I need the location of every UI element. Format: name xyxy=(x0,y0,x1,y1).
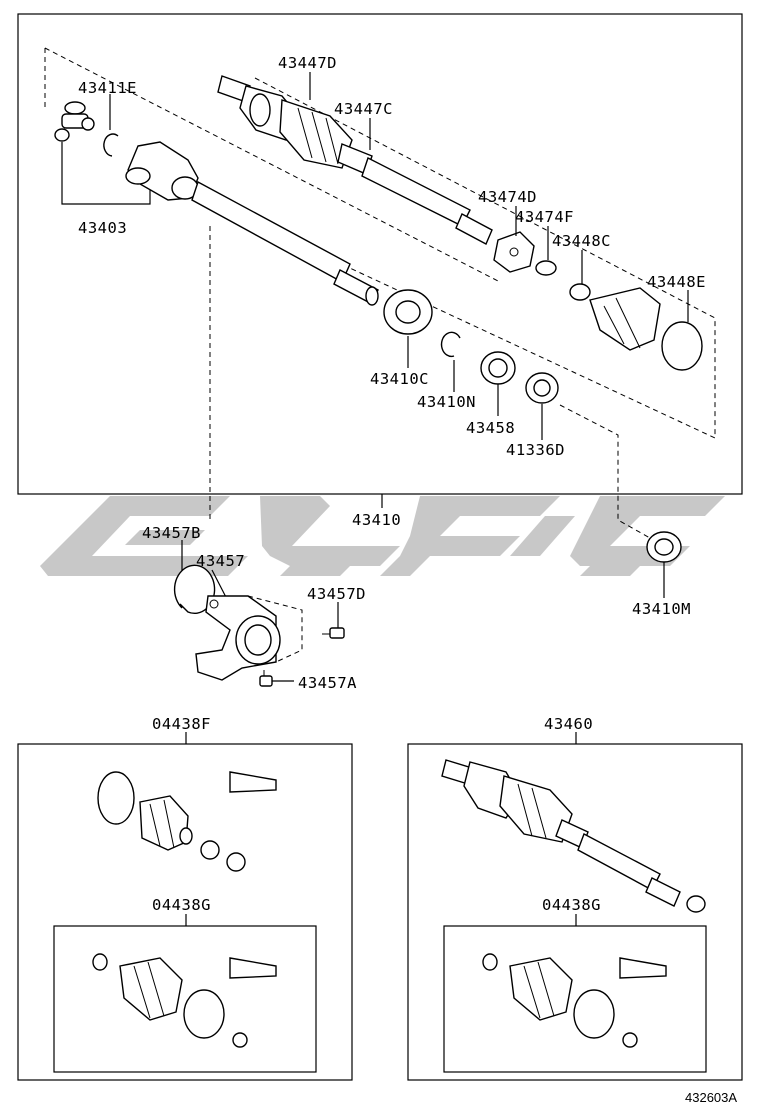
bolt-43457A-part xyxy=(259,670,273,687)
label-43457D: 43457D xyxy=(307,585,366,603)
label-04438F: 04438F xyxy=(152,715,211,733)
assembly-frame-43410 xyxy=(17,13,743,495)
label-43458: 43458 xyxy=(466,419,515,437)
label-43447C: 43447C xyxy=(334,100,393,118)
kit-frame-04438G-right xyxy=(443,925,707,1073)
kit-04438G-right-parts xyxy=(482,953,667,1048)
label-43474D: 43474D xyxy=(478,188,537,206)
figure-code: 432603A xyxy=(685,1090,737,1105)
label-43410C: 43410C xyxy=(370,370,429,388)
label-43410M: 43410M xyxy=(632,600,691,618)
seal-43410M-part xyxy=(646,531,682,563)
label-43403: 43403 xyxy=(78,219,127,237)
label-43457: 43457 xyxy=(196,552,245,570)
label-43410N: 43410N xyxy=(417,393,476,411)
label-43448C: 43448C xyxy=(552,232,611,250)
bearing-43410C-part xyxy=(383,289,433,335)
kit-04438F-parts xyxy=(97,771,277,872)
label-43410: 43410 xyxy=(352,511,401,529)
inboard-shaft-part xyxy=(125,141,379,306)
kit-04438G-left-parts xyxy=(92,953,277,1048)
label-43447D: 43447D xyxy=(278,54,337,72)
bearing-bracket-43457-part xyxy=(195,595,303,681)
outboard-shaft-part xyxy=(217,75,493,245)
drive-shaft-43460-part xyxy=(441,759,706,913)
snap-ring-43474F-part xyxy=(535,260,557,276)
assembly-boundary xyxy=(44,47,716,439)
label-41336D: 41336D xyxy=(506,441,565,459)
kit-frame-04438G-left xyxy=(53,925,317,1073)
cv-cage-part xyxy=(493,231,535,273)
bolt-43457D-part xyxy=(322,627,345,639)
label-43474F: 43474F xyxy=(515,208,574,226)
clamp-43448C-part xyxy=(569,283,591,301)
label-04438G-right: 04438G xyxy=(542,896,601,914)
label-43411E: 43411E xyxy=(78,79,137,97)
boot-43448E-part xyxy=(589,287,661,351)
seal-41336D-part xyxy=(525,372,559,404)
label-04438G-left: 04438G xyxy=(152,896,211,914)
watermark-logo xyxy=(40,496,725,576)
kit-frame-43460 xyxy=(407,743,743,1081)
snap-ring-small-part xyxy=(103,133,119,157)
kit-frame-04438F xyxy=(17,743,353,1081)
label-43460: 43460 xyxy=(544,715,593,733)
clamp-43448E-part xyxy=(661,321,703,371)
tripod-joint-part xyxy=(54,101,95,142)
snap-ring-43410N-part xyxy=(440,331,461,358)
label-43457B: 43457B xyxy=(142,524,201,542)
snap-ring-43457B-part xyxy=(173,564,216,615)
seal-43458-part xyxy=(480,351,516,385)
label-43448E: 43448E xyxy=(647,273,706,291)
label-43457A: 43457A xyxy=(298,674,357,692)
